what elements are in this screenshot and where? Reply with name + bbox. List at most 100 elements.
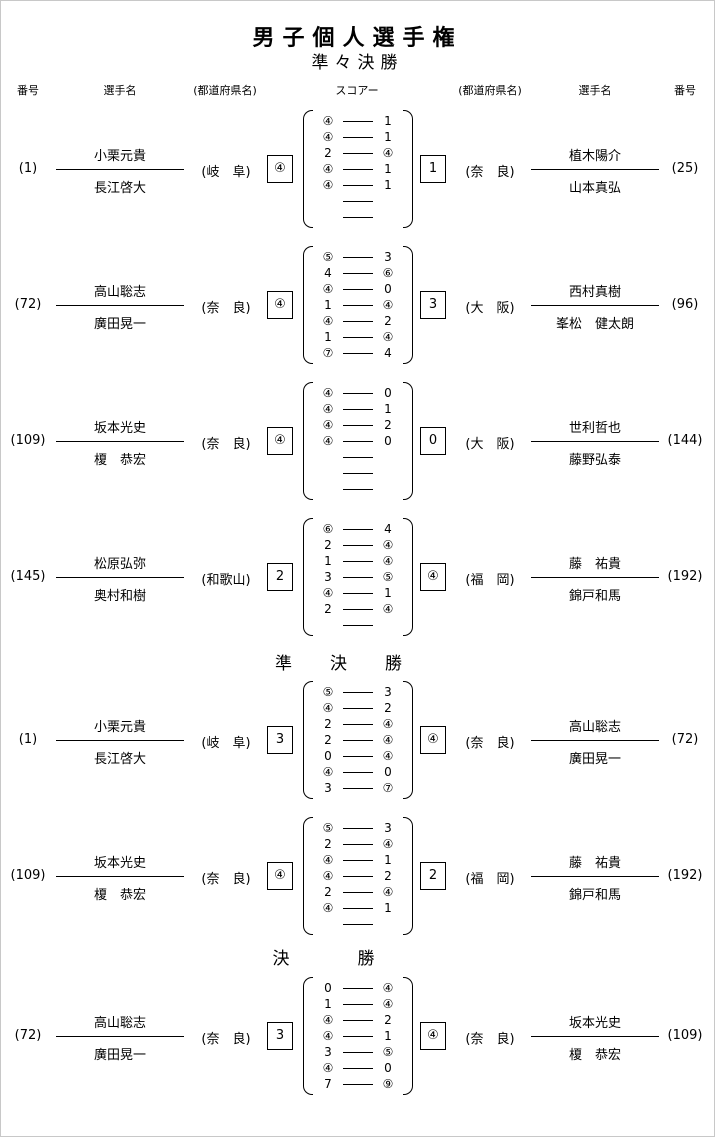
game-dash [343, 892, 373, 893]
left-match-score: 3 [267, 726, 293, 754]
game-score-left: 1 [324, 298, 332, 312]
right-number: (72) [671, 732, 699, 747]
right-player-1: 世利哲也 [568, 421, 622, 436]
right-match-score: 3 [420, 291, 446, 319]
game-dash [343, 121, 373, 122]
game-score-left: 2 [324, 538, 332, 552]
game-score-left: 0 [324, 749, 332, 763]
left-player-2: 廣田晃一 [93, 317, 147, 332]
game-score-right: ⑨ [382, 1077, 394, 1091]
game-dash [343, 257, 373, 258]
game-score-left: 2 [324, 885, 332, 899]
game-score-right: 3 [384, 250, 392, 264]
game-score-right: 1 [384, 178, 392, 192]
game-score-right: 4 [384, 522, 392, 536]
game-dash [343, 217, 373, 218]
game-dash [343, 305, 373, 306]
game-dash [343, 772, 373, 773]
game-dash [343, 876, 373, 877]
right-number: (192) [667, 868, 703, 883]
game-dash [343, 153, 373, 154]
right-player-2: 藤野弘泰 [568, 453, 622, 468]
game-score-right: 3 [384, 821, 392, 835]
game-row [303, 916, 413, 932]
game-dash [343, 828, 373, 829]
right-prefecture: (奈 良) [465, 736, 515, 751]
right-number: (144) [667, 433, 703, 448]
game-dash [343, 409, 373, 410]
left-match-score: ④ [267, 427, 293, 455]
right-player-1: 西村真樹 [568, 285, 622, 300]
header-score: スコアー [335, 84, 379, 97]
game-dash [343, 724, 373, 725]
game-dash [343, 321, 373, 322]
left-player-1: 坂本光史 [93, 421, 147, 436]
game-score-left: ④ [322, 314, 334, 328]
game-score-right: ④ [382, 146, 394, 160]
left-number: (145) [10, 569, 46, 584]
game-dash [343, 169, 373, 170]
left-number: (1) [18, 161, 38, 176]
game-dash [343, 609, 373, 610]
left-player-1: 高山聡志 [93, 1016, 147, 1031]
game-dash [343, 1020, 373, 1021]
left-player-2: 榎 恭宏 [93, 453, 147, 468]
game-dash [343, 708, 373, 709]
game-dash [343, 988, 373, 989]
game-score-left: ④ [322, 178, 334, 192]
game-score-right: 3 [384, 685, 392, 699]
left-prefecture: (奈 良) [201, 301, 251, 316]
game-score-left: ④ [322, 701, 334, 715]
game-dash [343, 1084, 373, 1085]
game-row [303, 193, 413, 209]
left-number: (1) [18, 732, 38, 747]
game-score-left: 2 [324, 837, 332, 851]
game-score-right: 0 [384, 386, 392, 400]
game-dash [343, 393, 373, 394]
game-score-left: ④ [322, 765, 334, 779]
game-dash [343, 353, 373, 354]
game-score-right: 1 [384, 114, 392, 128]
game-dash [343, 1004, 373, 1005]
game-score-left: ④ [322, 434, 334, 448]
game-score-right: ④ [382, 733, 394, 747]
right-number: (96) [671, 297, 699, 312]
right-player-2: 錦戸和馬 [568, 888, 622, 903]
game-score-right: ④ [382, 554, 394, 568]
left-pair-line [56, 577, 184, 578]
right-pair-line [531, 876, 659, 877]
game-score-right: 1 [384, 1029, 392, 1043]
left-prefecture: (奈 良) [201, 1032, 251, 1047]
game-score-right: 1 [384, 162, 392, 176]
game-dash [343, 545, 373, 546]
header-player-right: 選手名 [578, 84, 612, 97]
left-pair-line [56, 305, 184, 306]
right-prefecture: (大 阪) [465, 437, 515, 452]
right-player-2: 榎 恭宏 [568, 1048, 622, 1063]
game-score-right: ⑥ [382, 266, 394, 280]
game-score-right: ⑦ [382, 781, 394, 795]
right-match-score: ④ [420, 726, 446, 754]
game-score-left: 4 [324, 266, 332, 280]
game-dash [343, 740, 373, 741]
left-player-1: 小栗元貴 [93, 720, 147, 735]
section-heading-quarterfinal: 準々決勝 [311, 53, 404, 73]
right-pair-line [531, 577, 659, 578]
right-player-2: 廣田晃一 [568, 752, 622, 767]
